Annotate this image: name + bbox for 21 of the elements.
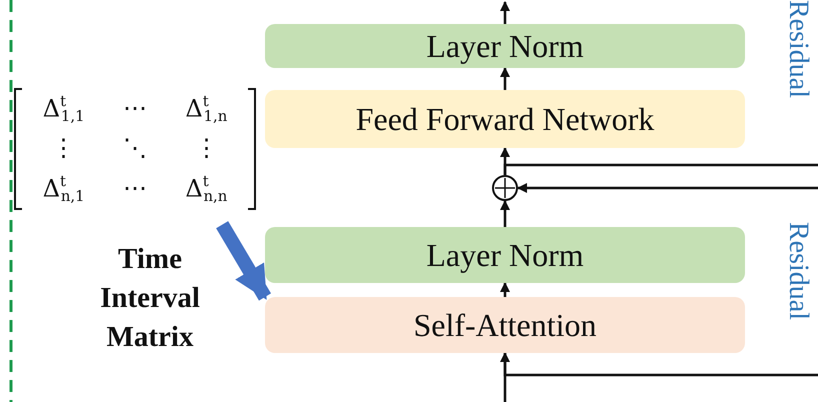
arrow — [500, 282, 510, 297]
arrow — [500, 352, 510, 402]
arrow — [517, 183, 818, 193]
layer-box: Layer Norm — [265, 24, 745, 68]
layer-box: Self-Attention — [265, 297, 745, 353]
layer-box: Feed Forward Network — [265, 90, 745, 148]
matrix-entry: ⋮ — [52, 135, 76, 163]
layer-box: Layer Norm — [265, 227, 745, 283]
residual-label: Residual — [782, 222, 814, 320]
matrix-entry: ⋯ — [122, 175, 147, 203]
matrix-caption: Time Interval Matrix — [99, 242, 201, 356]
matrix-entry: ⋮ — [194, 135, 218, 163]
matrix — [14, 88, 256, 210]
arrow — [500, 1, 510, 24]
arrow — [500, 67, 510, 90]
matrix-entry: ⋯ — [122, 95, 147, 123]
residual-label: Residual — [782, 0, 814, 98]
arrow — [216, 221, 272, 301]
arrow — [500, 200, 510, 227]
matrix-entry: ⋱ — [122, 135, 147, 163]
add-circle — [492, 175, 518, 201]
